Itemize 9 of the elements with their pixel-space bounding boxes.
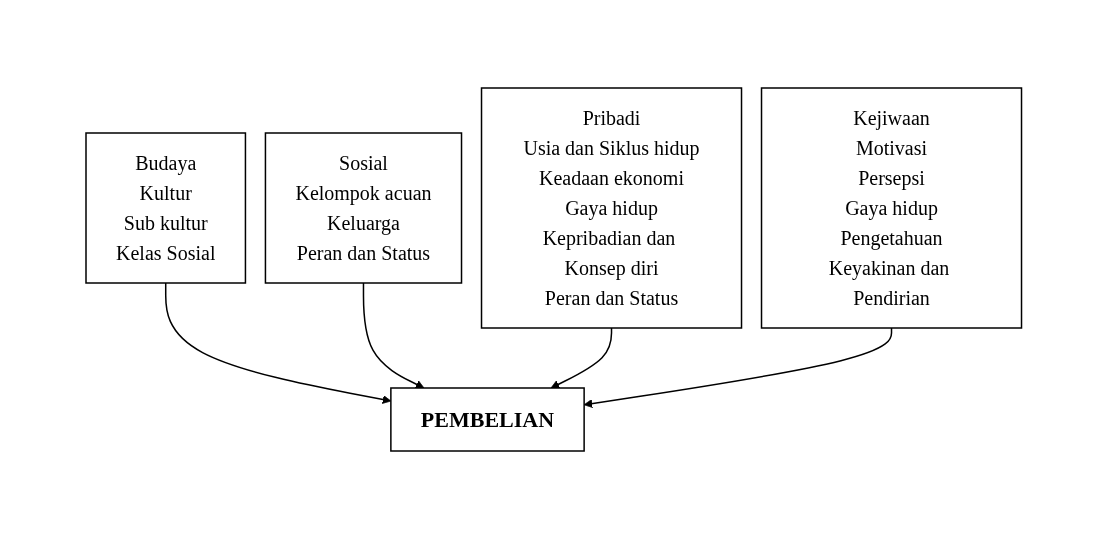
node-box: Sosial Kelompok acuan Keluarga Peran dan Status xyxy=(264,132,462,284)
arrow xyxy=(550,327,612,389)
node-box: Budaya Kultur Sub kultur Kelas Sosial xyxy=(85,132,246,284)
arrow xyxy=(164,282,391,404)
node-box: PEMBELIAN xyxy=(389,387,585,452)
node-box: Pribadi Usia dan Siklus hidup Keadaan ekonomi Gaya hidup Kepribadian dan Konsep diri Peran dan Status xyxy=(480,87,742,329)
arrow xyxy=(583,327,892,408)
node-box: Kejiwaan Motivasi Persepsi Gaya hidup Pengetahuan Keyakinan dan Pendirian xyxy=(760,87,1022,329)
arrow xyxy=(362,282,425,389)
